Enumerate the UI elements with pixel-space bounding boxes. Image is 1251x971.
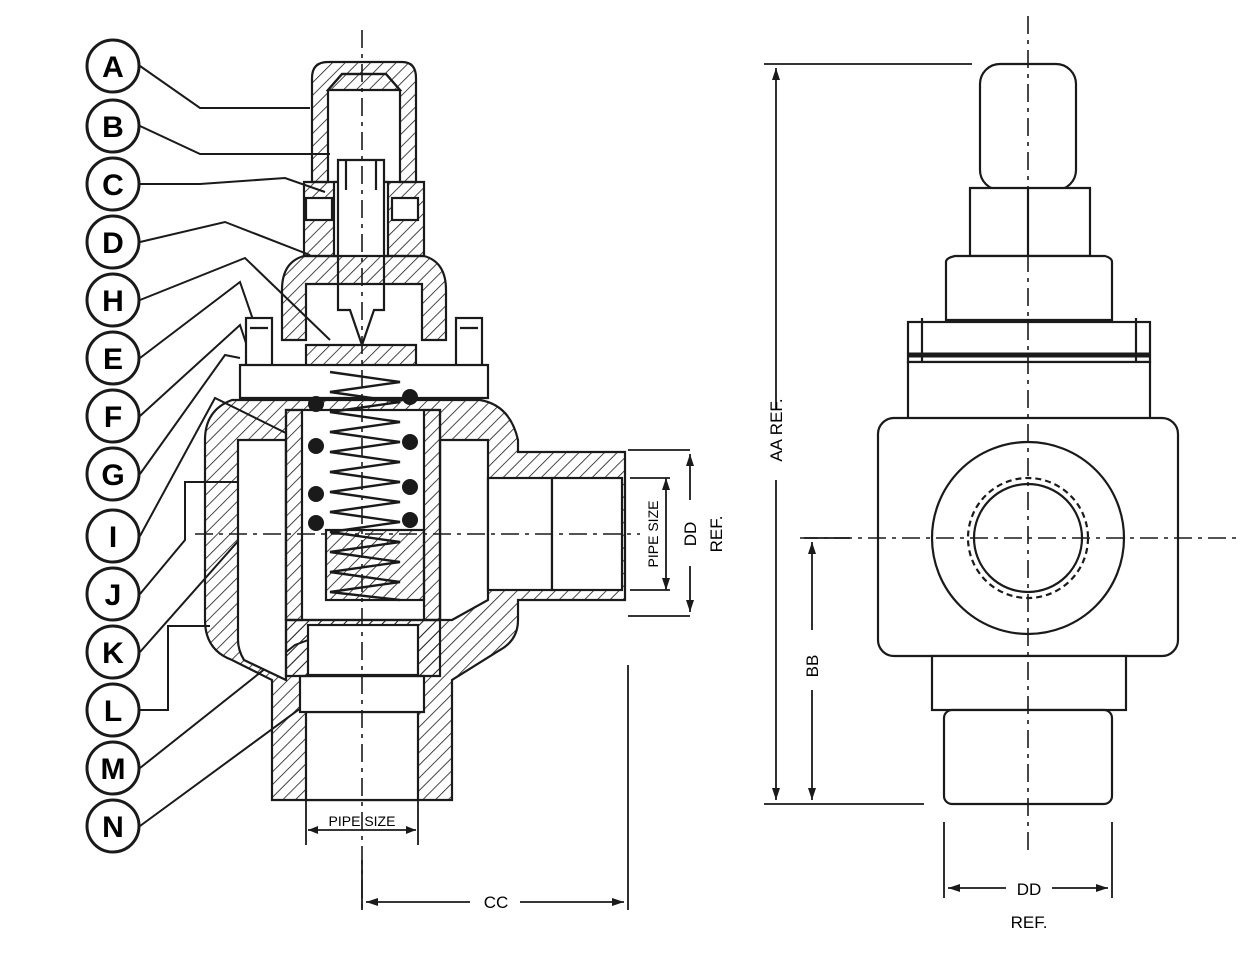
callout-circle: [85, 566, 141, 622]
callout-letter: G: [101, 459, 124, 492]
exterior-view: [800, 16, 1240, 850]
callout-letter: K: [102, 637, 124, 670]
callout-circle: [85, 98, 141, 154]
exterior-dimensions: [764, 63, 1113, 898]
callout-l: L: [85, 682, 141, 738]
callout-e: E: [85, 330, 141, 386]
pipe-size-side-label: PIPE SIZE: [645, 501, 661, 568]
aa-ref-label: AA REF.: [767, 398, 786, 461]
section-dimensions: [305, 449, 691, 910]
callout-letter: H: [102, 285, 124, 318]
callout-circle: [85, 624, 141, 680]
bb-label: BB: [803, 655, 822, 678]
callout-letter: A: [102, 51, 124, 84]
callout-circle: [85, 272, 141, 328]
pipe-size-bottom-label: PIPE SIZE: [329, 813, 396, 829]
callout-circle: [85, 38, 141, 94]
callout-circle: [85, 508, 141, 564]
callout-circle: [85, 330, 141, 386]
callout-k: K: [85, 624, 141, 680]
callout-circle: [85, 446, 141, 502]
callout-c: C: [85, 156, 141, 212]
callout-j: J: [85, 566, 141, 622]
callout-letter: I: [109, 521, 117, 554]
exterior-arrowheads: [772, 68, 1108, 892]
callout-letter: C: [102, 169, 124, 202]
callout-letter: L: [104, 695, 122, 728]
callout-letter: D: [102, 227, 124, 260]
callout-circle: [85, 156, 141, 212]
callout-circle: [85, 682, 141, 738]
dd-side-label: DD: [681, 522, 700, 547]
callout-m: M: [85, 740, 141, 796]
dd-bottom-ref-label: REF.: [1011, 913, 1048, 932]
section-view: [195, 30, 640, 910]
callout-circle: [85, 740, 141, 796]
callout-b: B: [85, 98, 141, 154]
callout-letter: F: [104, 401, 122, 434]
callout-circle: [85, 388, 141, 444]
callout-a: A: [85, 38, 141, 94]
callout-circle: [85, 798, 141, 854]
callout-f: F: [85, 388, 141, 444]
callout-letter: J: [105, 579, 122, 612]
cc-label: CC: [484, 893, 509, 912]
dd-bottom-label: DD: [1017, 880, 1042, 899]
dd-side-ref-label: REF.: [707, 516, 726, 553]
callout-d: D: [85, 214, 141, 270]
callout-h: H: [85, 272, 141, 328]
callout-letter: B: [102, 111, 124, 144]
callout-letter: N: [102, 811, 124, 844]
callout-i: I: [85, 508, 141, 564]
callout-n: N: [85, 798, 141, 854]
callout-letter: M: [101, 753, 126, 786]
callout-circle: [85, 214, 141, 270]
callout-g: G: [85, 446, 141, 502]
callout-letter: E: [103, 343, 123, 376]
section-arrowheads: [308, 454, 694, 906]
